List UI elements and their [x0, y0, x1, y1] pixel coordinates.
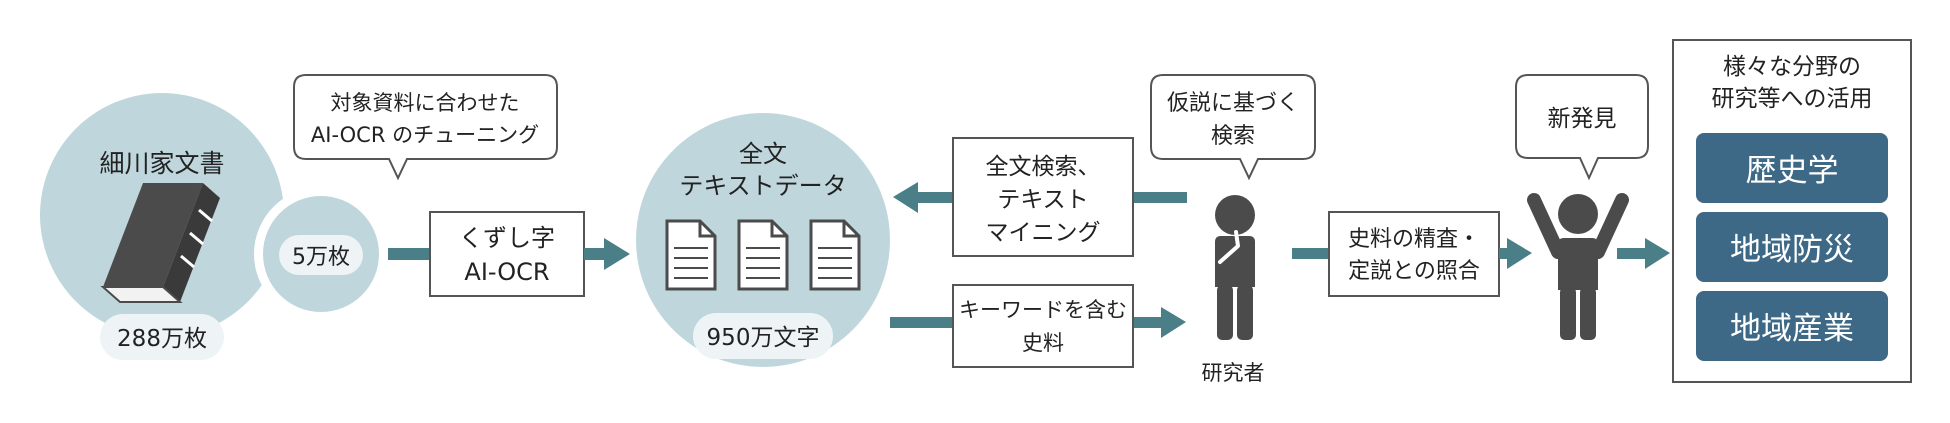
search-box: 全文検索、 テキスト マイニング: [952, 137, 1134, 257]
verify-box-line2: 定説との照合: [1348, 259, 1480, 284]
application-item-history-label: 歴史学: [1746, 153, 1839, 189]
search-box-line2: テキスト: [997, 187, 1088, 213]
celebrating-person-icon: [1527, 193, 1629, 340]
application-item-disaster-label: 地域防災: [1730, 232, 1854, 268]
arrow-to-applications: [1617, 238, 1670, 269]
ocr-box-line1: くずし字: [459, 224, 555, 252]
fulltext-count-pill: [693, 313, 833, 359]
connector-researcher-verify: [1292, 248, 1329, 259]
arrow-keyword-to-researcher: [890, 307, 1186, 338]
application-item-history: [1696, 133, 1888, 203]
fulltext-title-line2: テキストデータ: [679, 172, 846, 200]
applications-title-line2: 研究等への活用: [1712, 86, 1873, 112]
arrow-ocr-to-fulltext: [584, 238, 630, 270]
keyword-box-line1: キーワードを含む: [959, 298, 1127, 322]
source-title: 細川家文書: [99, 149, 224, 178]
application-item-industry: [1696, 291, 1888, 361]
fulltext-count: 950万文字: [707, 325, 820, 351]
source-group: 細川家文書 288万枚 5万枚: [40, 93, 388, 360]
fulltext-group: 全文 テキストデータ: [636, 113, 890, 367]
arrow-verify-to-discovery: [1499, 238, 1532, 269]
subset-count: 5万枚: [292, 245, 350, 270]
keyword-box-line2: 史料: [1022, 331, 1064, 355]
ocr-box: くずし字 AI-OCR: [429, 211, 585, 297]
applications-title-line1: 様々な分野の: [1723, 54, 1861, 80]
discovery-bubble: 新発見: [1515, 74, 1649, 181]
book-icon: [100, 183, 220, 303]
discovery-bubble-text: 新発見: [1548, 106, 1617, 132]
applications-panel: 様々な分野の 研究等への活用 歴史学 地域防災 地域産業: [1672, 39, 1912, 383]
hypothesis-bubble-line1: 仮説に基づく: [1167, 91, 1299, 116]
arrow-search-to-fulltext: [893, 182, 1187, 213]
tuning-bubble-line2: AI-OCR のチューニング: [311, 123, 539, 147]
verify-box-line1: 史料の精査・: [1348, 227, 1480, 252]
thinking-person-icon: [1215, 195, 1255, 340]
hypothesis-bubble-line2: 検索: [1211, 124, 1255, 149]
researcher-label: 研究者: [1202, 361, 1265, 385]
source-count-pill: [100, 314, 224, 360]
hypothesis-bubble: 仮説に基づく 検索: [1150, 74, 1316, 181]
fulltext-title-line1: 全文: [739, 140, 787, 168]
connector-subset-ocr: [388, 248, 430, 260]
keyword-box: キーワードを含む 史料: [952, 284, 1134, 368]
search-box-line1: 全文検索、: [986, 154, 1101, 180]
document-icon: [665, 219, 861, 291]
application-item-disaster: [1696, 212, 1888, 282]
ocr-box-line2: AI-OCR: [464, 258, 549, 286]
tuning-bubble-line1: 対象資料に合わせた: [331, 91, 520, 115]
tuning-bubble: 対象資料に合わせた AI-OCR のチューニング: [293, 74, 558, 181]
subset-count-pill: [279, 235, 363, 275]
verify-box: 史料の精査・ 定説との照合: [1328, 211, 1500, 297]
search-box-line3: マイニング: [986, 220, 1101, 246]
application-item-industry-label: 地域産業: [1730, 311, 1854, 347]
source-count: 288万枚: [117, 326, 207, 352]
